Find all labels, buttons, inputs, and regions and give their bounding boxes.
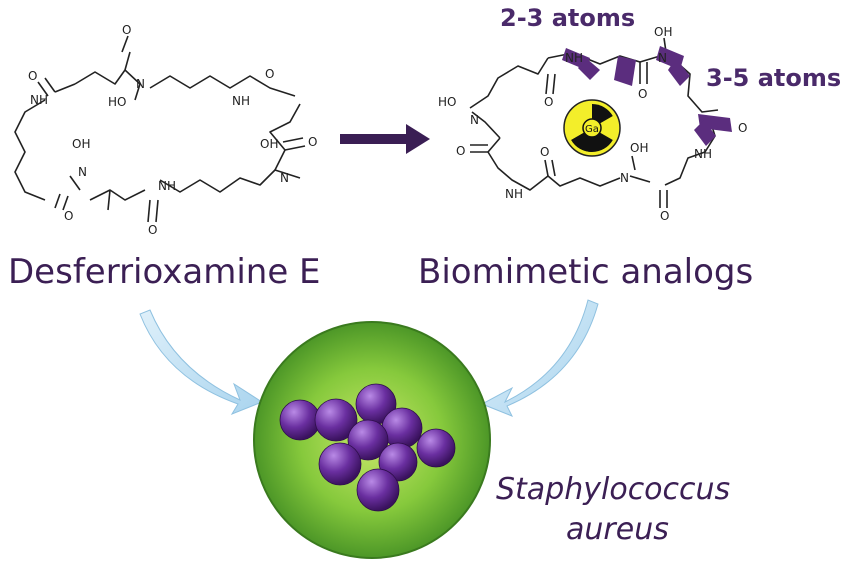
atom-label: O bbox=[148, 223, 157, 237]
analog-structure bbox=[469, 37, 719, 208]
atom-label: NH bbox=[694, 147, 712, 161]
left-molecule-label: Desferrioxamine E bbox=[8, 252, 321, 292]
atom-label: O bbox=[28, 69, 37, 83]
atom-label: N bbox=[620, 171, 629, 185]
atom-label: N bbox=[470, 113, 479, 127]
atom-label: O bbox=[544, 95, 553, 109]
annotation-3-5-atoms: 3-5 atoms bbox=[706, 64, 842, 92]
atom-label: O bbox=[265, 67, 274, 81]
atom-label: O bbox=[638, 87, 647, 101]
left-pointer-arrow bbox=[139, 309, 264, 416]
atom-label: O bbox=[540, 145, 549, 159]
atom-label: NH bbox=[158, 179, 176, 193]
bacteria-micrograph bbox=[253, 321, 491, 559]
desferrioxamine-atom-labels: O O N HO NH NH O OH N O OH N NH O O bbox=[28, 23, 317, 237]
atom-label: O bbox=[122, 23, 131, 37]
organism-name-line1: Staphylococcus bbox=[496, 472, 731, 507]
atom-label: NH bbox=[505, 187, 523, 201]
right-pointer-arrow bbox=[480, 299, 599, 417]
atom-label: HO bbox=[438, 95, 456, 109]
atom-label: O bbox=[64, 209, 73, 223]
atom-label: OH bbox=[630, 141, 648, 155]
metal-label: Ga bbox=[585, 124, 599, 135]
atom-label: N bbox=[280, 171, 289, 185]
annotation-2-3-atoms: 2-3 atoms bbox=[500, 4, 636, 32]
atom-label: NH bbox=[565, 51, 583, 65]
spacer-highlights bbox=[562, 46, 732, 146]
right-molecule-label: Biomimetic analogs bbox=[418, 252, 754, 292]
atom-label: NH bbox=[30, 93, 48, 107]
atom-label: NH bbox=[232, 94, 250, 108]
atom-label: OH bbox=[72, 137, 90, 151]
analog-atom-labels: NH O O OH N O NH HO N O O NH OH N O bbox=[438, 25, 747, 223]
atom-label: O bbox=[456, 144, 465, 158]
organism-name-line2: aureus bbox=[566, 512, 669, 547]
atom-label: OH bbox=[260, 137, 278, 151]
desferrioxamine-structure bbox=[14, 35, 306, 223]
atom-label: O bbox=[308, 135, 317, 149]
atom-label: N bbox=[78, 165, 87, 179]
radiation-icon: Ga bbox=[563, 99, 621, 157]
atom-label: HO bbox=[108, 95, 126, 109]
transformation-arrow bbox=[340, 124, 430, 154]
atom-label: N bbox=[136, 77, 145, 91]
atom-label: O bbox=[660, 209, 669, 223]
atom-label: N bbox=[658, 51, 667, 65]
atom-label: O bbox=[738, 121, 747, 135]
atom-label: OH bbox=[654, 25, 672, 39]
cocci-cluster bbox=[279, 383, 456, 512]
